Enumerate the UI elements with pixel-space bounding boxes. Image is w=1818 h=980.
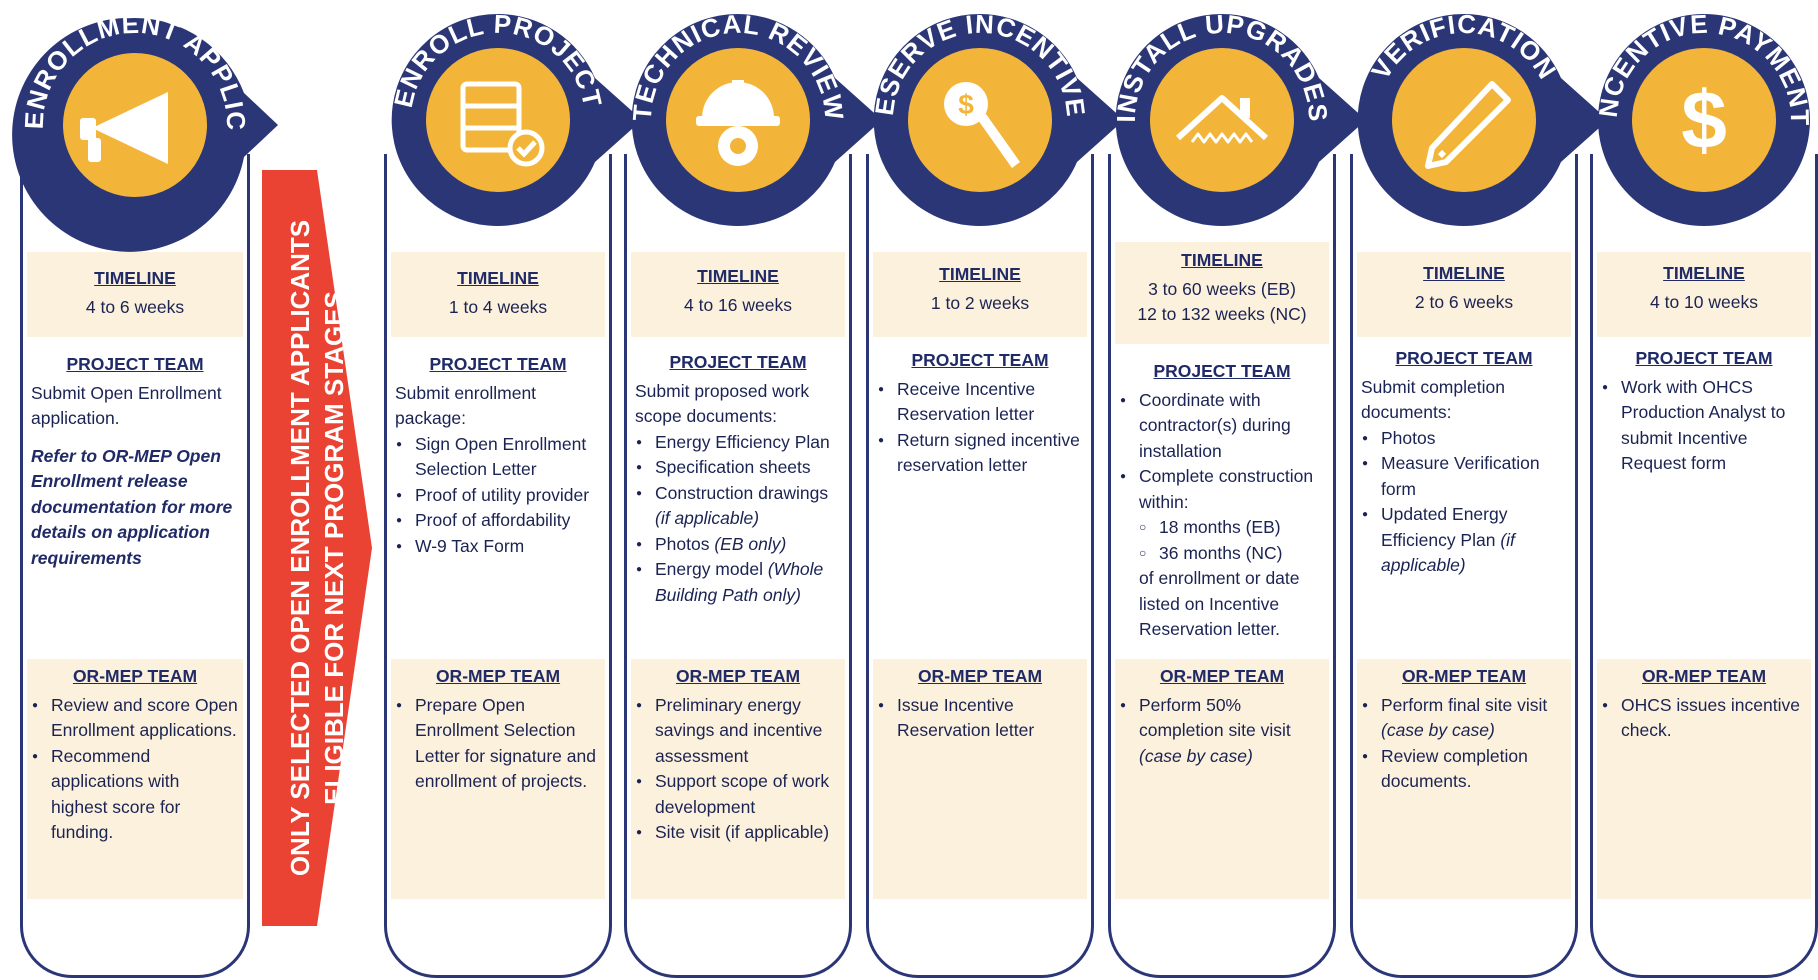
project-item: Sign Open Enrollment Selection Letter (395, 432, 601, 483)
ormep-team-heading: OR-MEP TEAM (917, 666, 1043, 686)
project-subitem: 18 months (EB) (1119, 515, 1325, 541)
timeline-value: 4 to 10 weeks (1650, 291, 1758, 312)
ormep-item: Perform 50% completion site visit (case … (1119, 693, 1325, 770)
project-team-heading: PROJECT TEAM (911, 350, 1049, 370)
eligibility-arrow-line-2: ELIGIBLE FOR NEXT PROGRAM STAGES (319, 291, 349, 805)
project-item: Energy model (Whole Building Path only) (635, 557, 841, 608)
eligibility-arrow-line-1: ONLY SELECTED OPEN ENROLLMENT APPLICANTS (285, 219, 315, 877)
stage-column-verification: TIMELINE 2 to 6 weeks PROJECT TEAM Submi… (1350, 154, 1578, 978)
project-item: Photos (EB only) (635, 532, 841, 558)
stage-header-reserve-incentives: RESERVE INCENTIVES $ (856, 0, 1126, 226)
stage-column-enroll-project: TIMELINE 1 to 4 weeks PROJECT TEAM Submi… (384, 154, 612, 978)
project-item: Coordinate with contractor(s) during ins… (1119, 388, 1325, 465)
timeline-value: 3 to 60 weeks (EB) (1148, 278, 1296, 299)
stage-header-enroll-project: ENROLL PROJECT (384, 0, 644, 226)
dollar-wrench-icon: $ (944, 82, 1020, 168)
project-item: Proof of utility provider (395, 483, 601, 509)
timeline-heading: TIMELINE (1181, 250, 1263, 270)
house-insulation-icon (1175, 95, 1269, 144)
ormep-team-heading: OR-MEP TEAM (1159, 666, 1285, 686)
timeline-value: 4 to 6 weeks (85, 296, 185, 317)
project-team-heading: PROJECT TEAM (1153, 361, 1291, 381)
timeline-value: 2 to 6 weeks (1414, 291, 1514, 312)
project-item: Measure Verification form (1361, 451, 1567, 502)
timeline-heading: TIMELINE (697, 266, 779, 286)
ormep-team-heading: OR-MEP TEAM (72, 666, 198, 686)
project-item: Construction drawings (if applicable) (635, 481, 841, 532)
svg-text:$: $ (958, 89, 974, 120)
stage-header-technical-review: TECHNICAL REVIEW (624, 0, 884, 226)
ormep-item: Prepare Open Enrollment Selection Letter… (395, 693, 601, 795)
stage-column-reserve-incentives: TIMELINE 1 to 2 weeks PROJECT TEAM Recei… (866, 154, 1094, 978)
project-item: Return signed incentive reservation lett… (877, 428, 1083, 479)
project-team-note: Refer to OR-MEP Open Enrollment release … (31, 445, 233, 568)
ormep-item: OHCS issues incentive check. (1601, 693, 1807, 744)
eligibility-arrow-text: ONLY SELECTED OPEN ENROLLMENT APPLICANTS… (283, 170, 351, 926)
project-team-heading: PROJECT TEAM (66, 354, 204, 374)
ormep-team-heading: OR-MEP TEAM (435, 666, 561, 686)
project-item: W-9 Tax Form (395, 534, 601, 560)
project-item: Work with OHCS Production Analyst to sub… (1601, 375, 1807, 477)
stage-header-incentive-payment: INCENTIVE PAYMENT $ (1586, 0, 1818, 226)
project-item: Proof of affordability (395, 508, 601, 534)
stage-column-open-enrollment: TIMELINE 4 to 6 weeks PROJECT TEAM Submi… (20, 154, 250, 978)
timeline-heading: TIMELINE (1423, 263, 1505, 283)
project-item: Receive Incentive Reservation letter (877, 377, 1083, 428)
project-item: Updated Energy Efficiency Plan (if appli… (1361, 502, 1567, 579)
project-team-heading: PROJECT TEAM (669, 352, 807, 372)
stage-column-technical-review: TIMELINE 4 to 16 weeks PROJECT TEAM Subm… (624, 154, 852, 978)
project-team-intro: Submit completion documents: (1361, 376, 1505, 423)
stage-column-incentive-payment: TIMELINE 4 to 10 weeks PROJECT TEAM Work… (1590, 154, 1818, 978)
project-team-heading: PROJECT TEAM (1395, 348, 1533, 368)
timeline-heading: TIMELINE (939, 264, 1021, 284)
ormep-item: Site visit (if applicable) (635, 820, 841, 846)
project-item: Photos (1361, 426, 1567, 452)
timeline-heading: TIMELINE (94, 268, 176, 288)
ormep-team-heading: OR-MEP TEAM (1401, 666, 1527, 686)
ormep-item: Perform final site visit (case by case) (1361, 693, 1567, 744)
project-subitem: 36 months (NC) (1119, 541, 1325, 567)
hardhat-gear-icon (696, 80, 780, 166)
ormep-item: Support scope of work development (635, 769, 841, 820)
project-team-intro: Submit Open Enrollment application. (31, 382, 222, 429)
project-item: Complete construction within: (1119, 464, 1325, 515)
project-team-intro: Submit proposed work scope documents: (635, 380, 810, 427)
pencil-icon (1425, 81, 1511, 169)
stage-header-open-enrollment: OPEN ENROLLMENT APPLICATION (0, 0, 280, 252)
project-team-heading: PROJECT TEAM (1635, 348, 1773, 368)
timeline-value: 12 to 132 weeks (NC) (1137, 304, 1307, 324)
project-item: Specification sheets (635, 455, 841, 481)
ormep-item: Recommend applications with highest scor… (31, 744, 239, 846)
ormep-item: Review and score Open Enrollment applica… (31, 693, 239, 744)
megaphone-icon (80, 92, 168, 164)
stage-header-verification: VERIFICATION (1350, 0, 1610, 226)
dollar-sign-icon: $ (1681, 75, 1727, 166)
ormep-item: Issue Incentive Reservation letter (877, 693, 1083, 744)
timeline-value: 1 to 4 weeks (448, 296, 548, 317)
enrollment-database-check-icon (460, 81, 545, 167)
project-team-tail: of enrollment or date listed on Incentiv… (1139, 568, 1300, 639)
timeline-value: 1 to 2 weeks (930, 292, 1030, 313)
stage-column-install-upgrades: TIMELINE 3 to 60 weeks (EB) 12 to 132 we… (1108, 154, 1336, 978)
project-team-heading: PROJECT TEAM (429, 354, 567, 374)
project-team-intro: Submit enrollment package: (395, 382, 537, 429)
timeline-value: 4 to 16 weeks (684, 294, 792, 315)
timeline-heading: TIMELINE (457, 268, 539, 288)
ormep-team-heading: OR-MEP TEAM (675, 666, 801, 686)
ormep-item: Review completion documents. (1361, 744, 1567, 795)
ormep-item: Preliminary energy savings and incentive… (635, 693, 841, 770)
timeline-heading: TIMELINE (1663, 263, 1745, 283)
eligibility-arrow (262, 170, 372, 926)
project-item: Energy Efficiency Plan (635, 430, 841, 456)
stage-header-install-upgrades: INSTALL UPGRADES (1108, 0, 1368, 226)
ormep-team-heading: OR-MEP TEAM (1641, 666, 1767, 686)
